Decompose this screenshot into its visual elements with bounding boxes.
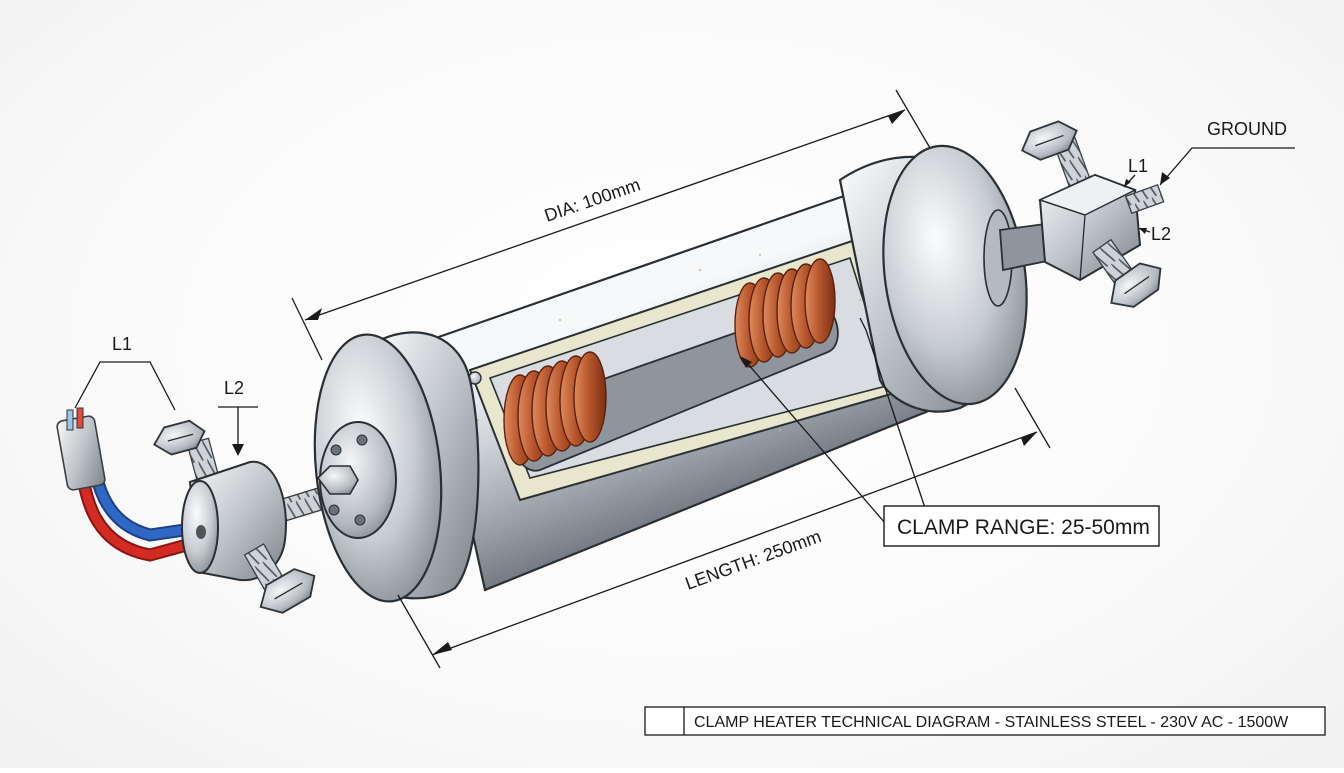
hex-bolt-icon: [1020, 120, 1092, 191]
clamp-range-box: [883, 505, 1160, 547]
hex-bolt-icon: [243, 543, 316, 614]
l2-right-callout: L2: [1139, 224, 1171, 244]
l1-right-label: L1: [1128, 156, 1148, 176]
cable-sleeve: [56, 415, 106, 491]
hex-bolt-icon: [1092, 238, 1162, 308]
dia-label: DIA: 100mm: [542, 174, 643, 225]
ground-label: GROUND: [1207, 119, 1287, 139]
ground-callout: GROUND: [1159, 119, 1295, 186]
clamp-range-label: CLAMP RANGE: 25-50mm: [897, 516, 1150, 539]
l2-right-label: L2: [1151, 224, 1171, 244]
heating-coil-icon: [734, 258, 836, 368]
hex-nut-icon: [316, 465, 359, 495]
l2-left-callout: L2: [218, 378, 258, 456]
wire-tip-red: [76, 407, 84, 429]
terminal-block-icon: [181, 460, 287, 582]
power-cable: [56, 407, 212, 562]
threaded-stub-right: [1124, 183, 1165, 215]
l2-left-label: L2: [224, 378, 244, 398]
right-terminal-assembly: [1020, 120, 1165, 308]
left-flange: [313, 331, 480, 603]
l1-left-callout: L1: [74, 334, 176, 411]
title-block-text: CLAMP HEATER TECHNICAL DIAGRAM - STAINLE…: [694, 714, 1289, 731]
heater-body: [428, 178, 970, 592]
wire-tip-blue: [66, 409, 74, 431]
l1-right-callout: L1: [1123, 156, 1148, 188]
l1-left-label: L1: [112, 334, 132, 354]
heating-coil-icon: [503, 351, 607, 466]
title-block: CLAMP HEATER TECHNICAL DIAGRAM - STAINLE…: [644, 706, 1326, 736]
clamp-range-callout: CLAMP RANGE: 25-50mm: [740, 317, 1160, 547]
